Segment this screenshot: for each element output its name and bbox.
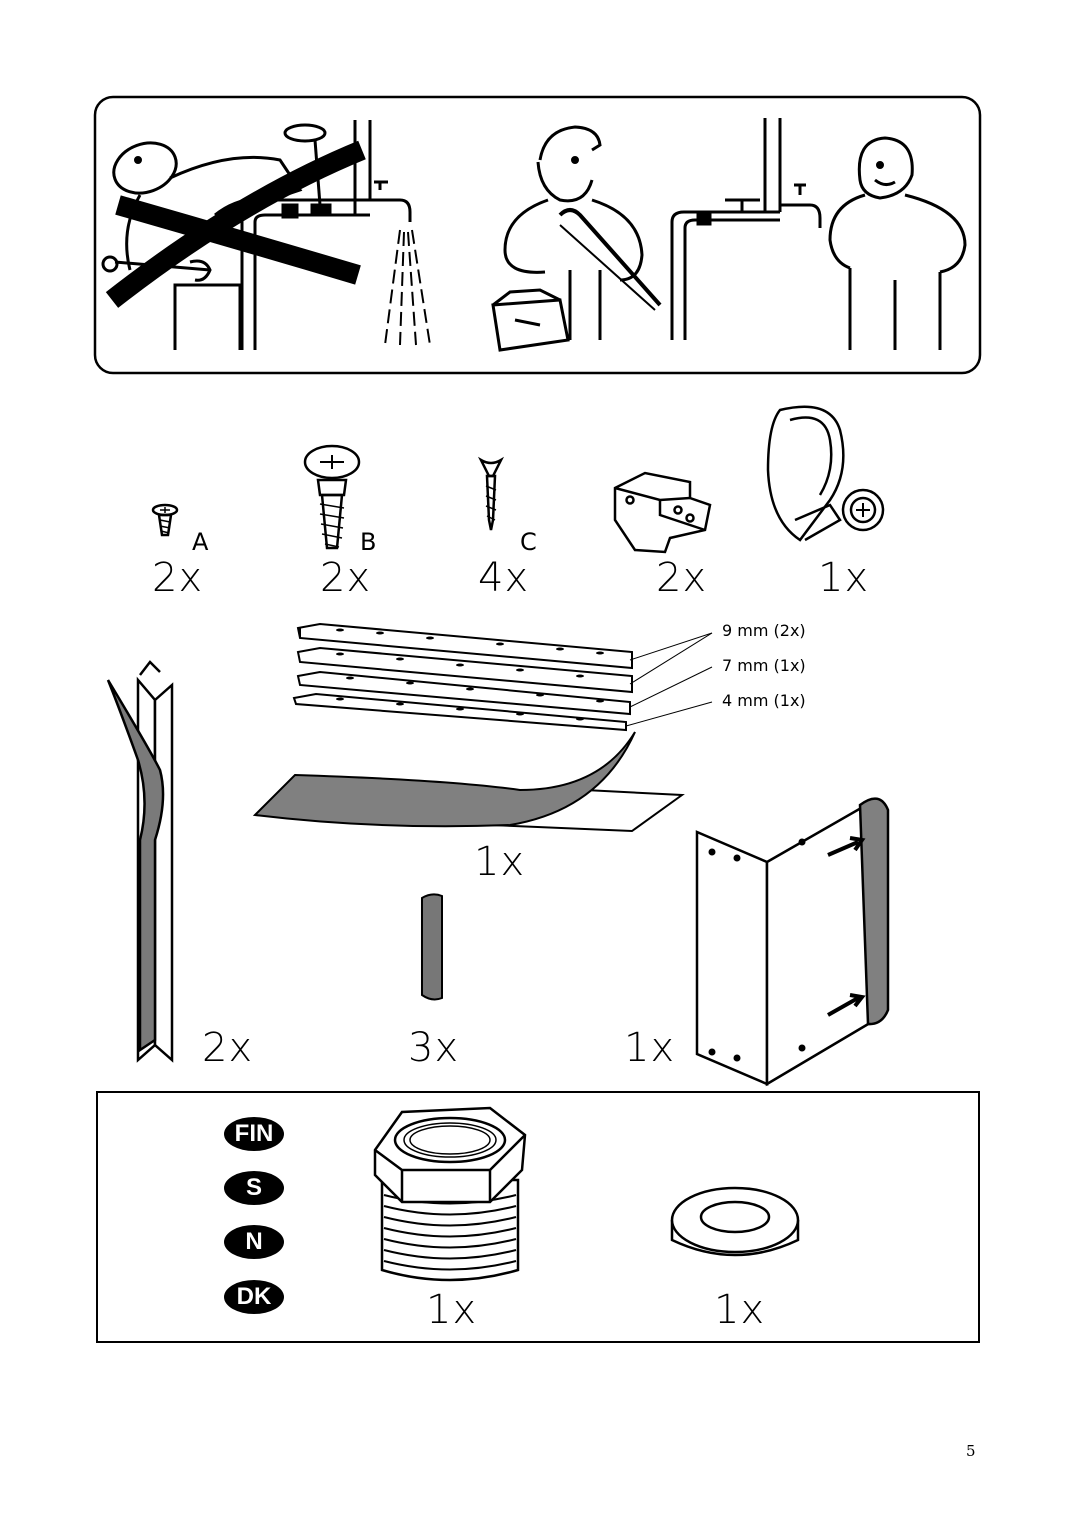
screw-b-label: B bbox=[360, 528, 377, 556]
regional-parts-box bbox=[96, 1091, 980, 1343]
sheet-icon bbox=[252, 731, 685, 833]
screw-a-quantity: 2x bbox=[152, 555, 204, 601]
spacer-strip-9mm-b bbox=[296, 646, 633, 694]
spacer-leader-lines bbox=[625, 632, 713, 727]
regional-parts-illustrations bbox=[373, 1106, 800, 1282]
safety-illustration-panel bbox=[93, 95, 982, 375]
corner-strip-quantity: 2x bbox=[202, 1025, 254, 1071]
spacer-label-9mm: 9 mm (2x) bbox=[722, 621, 806, 640]
page-number: 5 bbox=[966, 1442, 976, 1460]
hose-clamp-quantity: 1x bbox=[818, 555, 870, 601]
parts-illustrations bbox=[106, 660, 890, 1087]
bracket-quantity: 2x bbox=[656, 555, 708, 601]
panel-holes bbox=[708, 838, 806, 1062]
spacer-label-4mm: 4 mm (1x) bbox=[722, 691, 806, 710]
spacer-label-7mm: 7 mm (1x) bbox=[722, 656, 806, 675]
country-badge-s: S bbox=[224, 1171, 284, 1205]
screw-c-label: C bbox=[520, 528, 537, 556]
screw-c-quantity: 4x bbox=[478, 555, 530, 601]
small-screw-icon bbox=[151, 503, 179, 537]
spacer-strips-illustration bbox=[292, 622, 713, 732]
prohibition-cross-icon bbox=[105, 140, 366, 308]
tube-quantity: 3x bbox=[408, 1025, 460, 1071]
spacer-strip-7mm bbox=[296, 670, 631, 716]
washer-quantity: 1x bbox=[714, 1287, 766, 1333]
spacer-holes bbox=[336, 628, 604, 721]
country-badge-n: N bbox=[224, 1225, 284, 1259]
threaded-adapter-icon bbox=[373, 1106, 527, 1282]
adapter-quantity: 1x bbox=[426, 1287, 478, 1333]
screw-a-label: A bbox=[192, 528, 209, 556]
happy-person-illustration bbox=[828, 136, 967, 350]
sheet-quantity: 1x bbox=[474, 839, 526, 885]
corner-strip-icon bbox=[106, 660, 174, 1063]
country-badge-dk: DK bbox=[224, 1280, 284, 1314]
foldable-panel-icon bbox=[695, 797, 890, 1087]
bracket-icon bbox=[613, 471, 712, 554]
hardware-illustrations bbox=[151, 405, 885, 554]
long-screw-icon bbox=[477, 456, 505, 531]
hose-clamp-icon bbox=[766, 405, 885, 542]
panel-frame bbox=[93, 95, 982, 375]
plumber-illustration bbox=[491, 118, 822, 352]
screw-b-quantity: 2x bbox=[320, 555, 372, 601]
spacer-strip-9mm-a bbox=[296, 622, 633, 670]
warning-illustration bbox=[101, 120, 431, 350]
large-screw-icon bbox=[303, 444, 361, 550]
panel-quantity: 1x bbox=[624, 1025, 676, 1071]
tube-icon bbox=[421, 893, 443, 1001]
washer-icon bbox=[670, 1186, 800, 1257]
country-badge-fin: FIN bbox=[224, 1117, 284, 1151]
